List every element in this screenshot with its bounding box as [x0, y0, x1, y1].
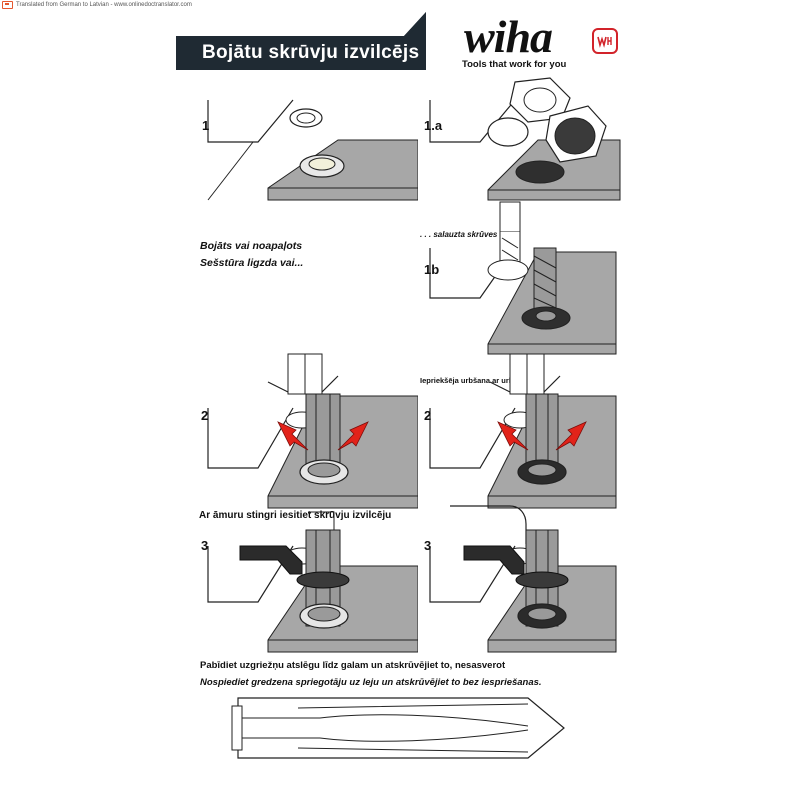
caption-broken-head: . . . salauzta skrūves galva [420, 230, 521, 239]
brand-badge-icon [592, 28, 618, 54]
caption-damaged-line2: Sešstūra ligzda vai... [200, 257, 304, 269]
extractor-tool-drawing [228, 692, 568, 764]
step-label-1a: 1.a [424, 118, 443, 133]
caption-hammer: Ar āmuru stingri iesitiet skrūvju izvilc… [199, 510, 392, 521]
brand-wordmark: wiha [464, 11, 553, 62]
caption-predrill: Iepriekšēja urbšana ar urbi [420, 376, 516, 385]
illustration-panel-1b [420, 198, 620, 356]
step-label-3-left: 3 [201, 538, 209, 553]
caption-wrench: Pabīdiet uzgriežņu atslēgu līdz galam un… [200, 660, 506, 671]
illustration-panel-3-left [198, 506, 418, 654]
step-label-3-right: 3 [424, 538, 432, 553]
brand-logo: wiha Tools that work for you [462, 14, 622, 74]
translator-note: Translated from German to Latvian - www.… [2, 0, 192, 10]
translator-logo-icon [2, 1, 13, 9]
translator-note-text: Translated from German to Latvian - www.… [16, 2, 192, 8]
illustration-panel-2-left [198, 350, 418, 510]
step-label-1: 1 [202, 118, 210, 133]
step-label-1b: 1b [424, 262, 440, 277]
brand-tagline: Tools that work for you [462, 59, 567, 70]
step-label-2-right: 2 [424, 408, 432, 423]
illustration-panel-1 [198, 96, 418, 206]
illustration-panel-1a [420, 74, 630, 206]
page-title: Bojātu skrūvju izvilcējs [202, 42, 420, 63]
illustration-panel-3-right [420, 500, 620, 654]
caption-nospiediet: Nospiediet gredzena spriegotāju uz leju … [200, 677, 542, 688]
step-label-2-left: 2 [201, 408, 209, 423]
header-banner: Bojātu skrūvju izvilcējs [176, 12, 426, 70]
illustration-panel-2-right [420, 350, 620, 510]
banner-shape [176, 12, 426, 70]
caption-damaged-line1: Bojāts vai noapaļots [200, 240, 303, 252]
